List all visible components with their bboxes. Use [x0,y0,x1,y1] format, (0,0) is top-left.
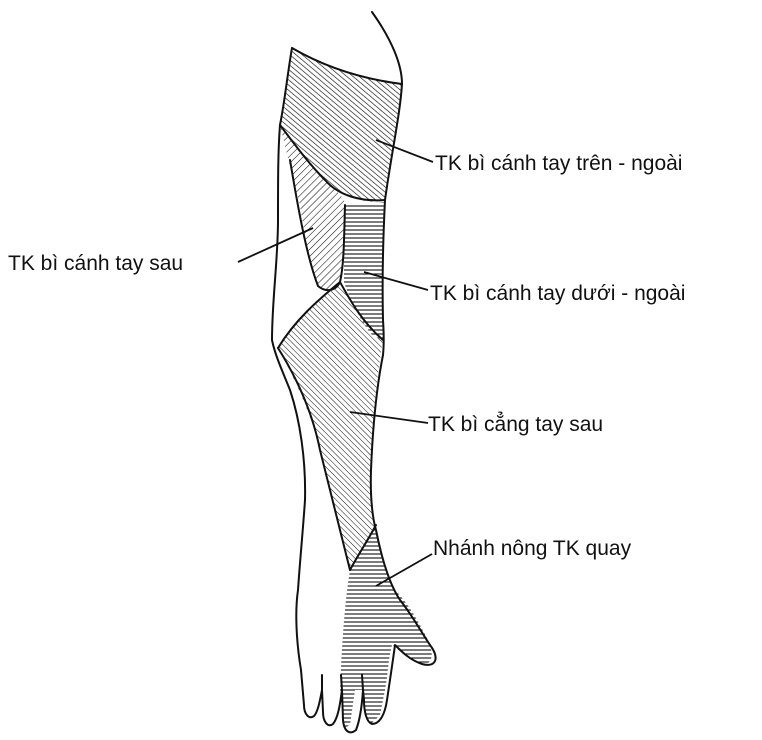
label-posterior-arm: TK bì cánh tay sau [8,252,183,275]
label-posterior-forearm: TK bì cẳng tay sau [428,412,603,436]
label-lower-lateral: TK bì cánh tay dưới - ngoài [430,282,685,305]
label-upper-lateral: TK bì cánh tay trên - ngoài [435,152,682,175]
label-superficial-radial: Nhánh nông TK quay [433,537,632,560]
leader-posterior-arm [238,228,313,262]
finger-line-2 [341,675,342,690]
finger-line-3 [362,675,363,690]
